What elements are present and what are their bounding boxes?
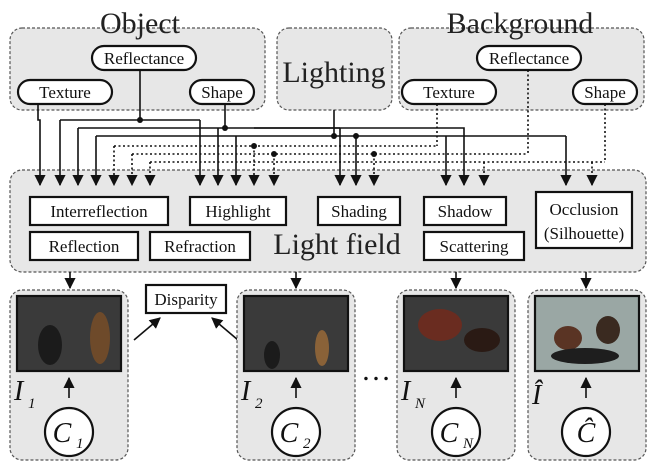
camera-2-node <box>270 406 322 458</box>
camera-n-sub: N <box>462 436 474 452</box>
background-texture-pill <box>400 78 498 106</box>
connection-lines <box>34 70 606 187</box>
object-title: Object <box>100 7 181 40</box>
light-field-title: Light field <box>273 228 400 261</box>
scattering-box <box>422 230 526 262</box>
disparity-box <box>144 283 228 315</box>
silhouette-label: (Silhouette) <box>544 224 624 243</box>
refraction-box <box>148 230 252 262</box>
object-shape-pill <box>188 78 256 106</box>
background-texture-label: Texture <box>423 83 475 102</box>
object-shape-label: Shape <box>201 83 243 102</box>
image-2-label: I <box>240 376 252 407</box>
background-title: Background <box>447 7 594 40</box>
image-hat-label: Î <box>531 380 544 411</box>
figure-shape <box>90 312 110 364</box>
reflection-box <box>28 230 140 262</box>
figure-shape <box>264 341 280 369</box>
background-shape-label: Shape <box>584 83 626 102</box>
figure-shape <box>418 309 462 341</box>
image-n-label: I <box>400 376 412 407</box>
refraction-label: Refraction <box>164 237 236 256</box>
ellipsis: … <box>361 354 391 387</box>
background-reflectance-pill <box>475 44 583 72</box>
object-reflectance-pill <box>90 44 198 72</box>
camera-1-sub: 1 <box>76 436 84 452</box>
figure-shape <box>596 316 620 344</box>
image-n-sub: N <box>414 396 426 412</box>
background-reflectance-label: Reflectance <box>489 49 569 68</box>
shading-label: Shading <box>331 202 387 221</box>
image-2-sub: 2 <box>255 396 263 412</box>
shading-box <box>316 195 402 227</box>
camera-1-node <box>43 406 95 458</box>
figure-shape <box>551 348 619 364</box>
figure-shape <box>464 328 500 352</box>
object-texture-label: Texture <box>39 83 91 102</box>
disparity-arrow-right <box>211 317 239 341</box>
object-texture-pill <box>16 78 114 106</box>
figure-shape <box>554 326 582 350</box>
shadow-box <box>422 195 508 227</box>
shadow-label: Shadow <box>438 202 494 221</box>
occlusion-label: Occlusion <box>550 200 619 219</box>
figure-shape <box>315 330 329 366</box>
camera-n-node <box>430 406 482 458</box>
virtual-camera-node <box>560 406 612 458</box>
highlight-label: Highlight <box>205 202 270 221</box>
image-1-label: I <box>13 376 25 407</box>
scattering-label: Scattering <box>440 237 509 256</box>
object-reflectance-label: Reflectance <box>104 49 184 68</box>
camera-n-label: C <box>440 418 459 449</box>
reflection-label: Reflection <box>49 237 120 256</box>
disparity-label: Disparity <box>154 290 218 309</box>
camera-1-label: C <box>53 418 72 449</box>
interreflection-box <box>28 195 170 227</box>
image-1-sub: 1 <box>28 396 36 412</box>
camera-2-label: C <box>280 418 299 449</box>
disparity-arrow-left <box>133 317 161 341</box>
virtual-camera-label: Ĉ <box>577 418 596 449</box>
lighting-title: Lighting <box>282 56 385 89</box>
camera-2-sub: 2 <box>303 436 311 452</box>
camera-2-image <box>242 294 350 373</box>
figure-shape <box>38 325 62 365</box>
occlusion-box <box>534 190 634 250</box>
highlight-box <box>188 195 288 227</box>
interreflection-label: Interreflection <box>50 202 148 221</box>
